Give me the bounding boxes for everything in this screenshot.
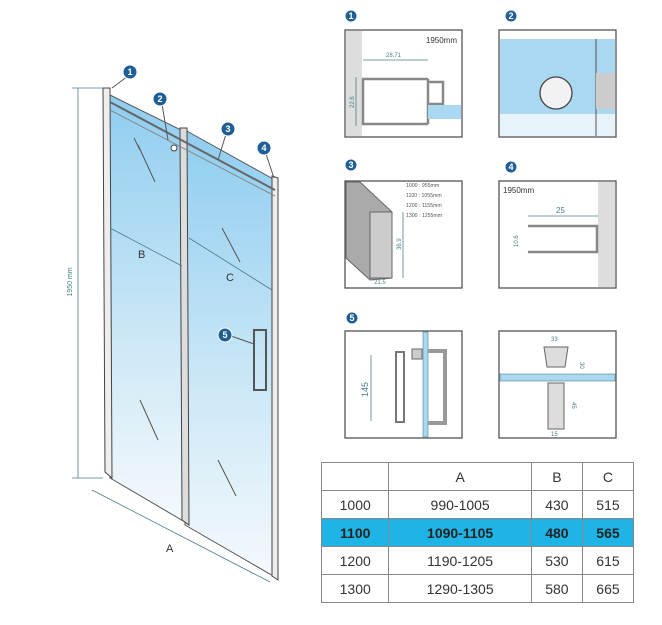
svg-text:2: 2 (157, 94, 162, 104)
table-row: 1000 990-1005 430 515 (320, 490, 635, 519)
size-cell: 1100 (320, 518, 390, 547)
b-cell: 530 (530, 546, 583, 575)
a-cell: 1090-1105 (388, 518, 532, 547)
end-profile (271, 175, 279, 581)
callout-2: 2 (152, 91, 169, 141)
svg-text:1000 : 955mm: 1000 : 955mm (406, 183, 439, 189)
c-cell: 565 (581, 518, 635, 547)
svg-text:1950mm: 1950mm (503, 186, 534, 195)
svg-text:4: 4 (261, 143, 266, 153)
size-cell: 1300 (320, 574, 390, 603)
dimension-a-line (91, 489, 271, 583)
svg-text:3: 3 (225, 124, 230, 134)
wall-profile (102, 87, 113, 480)
detail-4-end-profile: 4 1950mm 25 10.6 (498, 160, 617, 289)
svg-text:15: 15 (551, 432, 558, 438)
fixed-glass-panel (109, 94, 186, 523)
svg-text:30: 30 (578, 362, 584, 369)
svg-text:5: 5 (349, 313, 354, 323)
size-cell: 1200 (320, 546, 390, 575)
svg-text:33: 33 (551, 337, 558, 343)
b-cell: 480 (530, 518, 583, 547)
svg-text:22.6: 22.6 (350, 96, 356, 108)
a-cell: 1190-1205 (388, 546, 532, 575)
detail-5-handle: 5 145 33 30 45 15 (344, 311, 617, 439)
header-cell: C (581, 462, 635, 491)
door-edge-profile (179, 127, 190, 526)
dimension-b-line (109, 227, 183, 267)
callout-3: 3 (217, 121, 236, 161)
table-row: 1300 1290-1305 580 665 (320, 574, 635, 603)
c-cell: 665 (581, 574, 635, 603)
svg-text:36.9: 36.9 (397, 238, 403, 250)
detail-3-door-profile: 3 1000 : 955mm 1100 : 1055mm 1200 : 1155… (344, 158, 463, 289)
roller-wheel (539, 76, 573, 110)
glass-reflection-marks (133, 137, 241, 497)
svg-text:2: 2 (508, 11, 513, 21)
dimension-b-label: B (138, 249, 145, 261)
svg-text:1: 1 (348, 11, 353, 21)
callout-5: 5 (217, 327, 255, 345)
detail-1-height: 1950mm (426, 36, 457, 45)
b-cell: 580 (530, 574, 583, 603)
svg-text:21.5: 21.5 (374, 280, 386, 286)
detail-2-roller: 2 (498, 9, 617, 138)
svg-text:10.6: 10.6 (514, 235, 520, 247)
table-row-highlighted: 1100 1090-1105 480 565 (320, 518, 635, 547)
a-cell: 1290-1305 (388, 574, 532, 603)
height-label: 1950 mm (67, 267, 74, 296)
svg-text:45: 45 (570, 402, 576, 409)
detail-1-wall-profile: 1 1950mm 28.71 22.6 (344, 9, 463, 138)
dimension-c-label: C (226, 272, 234, 284)
svg-text:25: 25 (556, 206, 565, 215)
top-rail (109, 101, 276, 191)
svg-text:1100 : 1055mm: 1100 : 1055mm (406, 193, 442, 199)
svg-text:4: 4 (508, 162, 513, 172)
svg-text:28.71: 28.71 (386, 53, 402, 59)
top-rail-edge (109, 109, 276, 197)
dimension-a-label: A (166, 543, 174, 555)
size-table: A B C 1000 990-1005 430 515 1100 1090-11… (320, 462, 635, 603)
callout-4: 4 (256, 140, 275, 179)
svg-text:1200 : 1155mm: 1200 : 1155mm (406, 203, 442, 209)
a-cell: 990-1005 (388, 490, 532, 519)
svg-text:1: 1 (127, 67, 132, 77)
svg-text:1300 : 1255mm: 1300 : 1255mm (406, 213, 442, 219)
door-handle (253, 329, 267, 391)
dimension-c-line (188, 237, 273, 291)
shower-door-drawing: 1950 mm A B C 1 2 3 4 5 (67, 64, 279, 583)
header-cell (320, 462, 390, 491)
table-row: 1200 1190-1205 530 615 (320, 546, 635, 575)
callout-1: 1 (111, 64, 138, 89)
svg-text:3: 3 (348, 160, 353, 170)
sliding-glass-panel (184, 129, 276, 578)
size-cell: 1000 (320, 490, 390, 519)
b-cell: 430 (530, 490, 583, 519)
svg-text:5: 5 (222, 330, 227, 340)
header-cell: A (388, 462, 532, 491)
header-cell: B (530, 462, 583, 491)
svg-text:145: 145 (360, 382, 370, 397)
table-header-row: A B C (320, 462, 635, 491)
c-cell: 615 (581, 546, 635, 575)
c-cell: 515 (581, 490, 635, 519)
roller (170, 144, 178, 152)
